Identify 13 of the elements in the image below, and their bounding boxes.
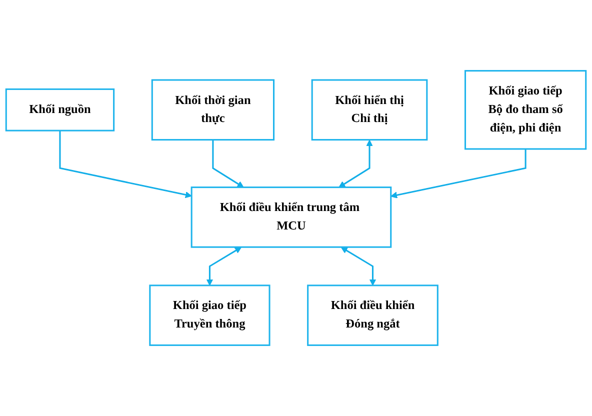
node-box: Khối thời gian thực [151,79,275,141]
node-box: Khối hiển thị Chỉ thị [311,79,428,141]
node-box: Khối điều khiển trung tâm MCU [190,186,392,248]
arrow [212,140,244,188]
node-box: Khối nguồn [5,88,115,132]
arrow [338,140,373,188]
arrow [59,130,192,198]
node-box: Khối giao tiếp Truyền thông [149,284,270,346]
node-box: Khối điều khiển Đóng ngắt [307,284,438,346]
arrow [340,246,376,286]
arrow [390,148,526,198]
node-box: Khối giao tiếp Bộ đo tham số điện, phi điện [464,70,587,150]
arrow [206,246,242,286]
